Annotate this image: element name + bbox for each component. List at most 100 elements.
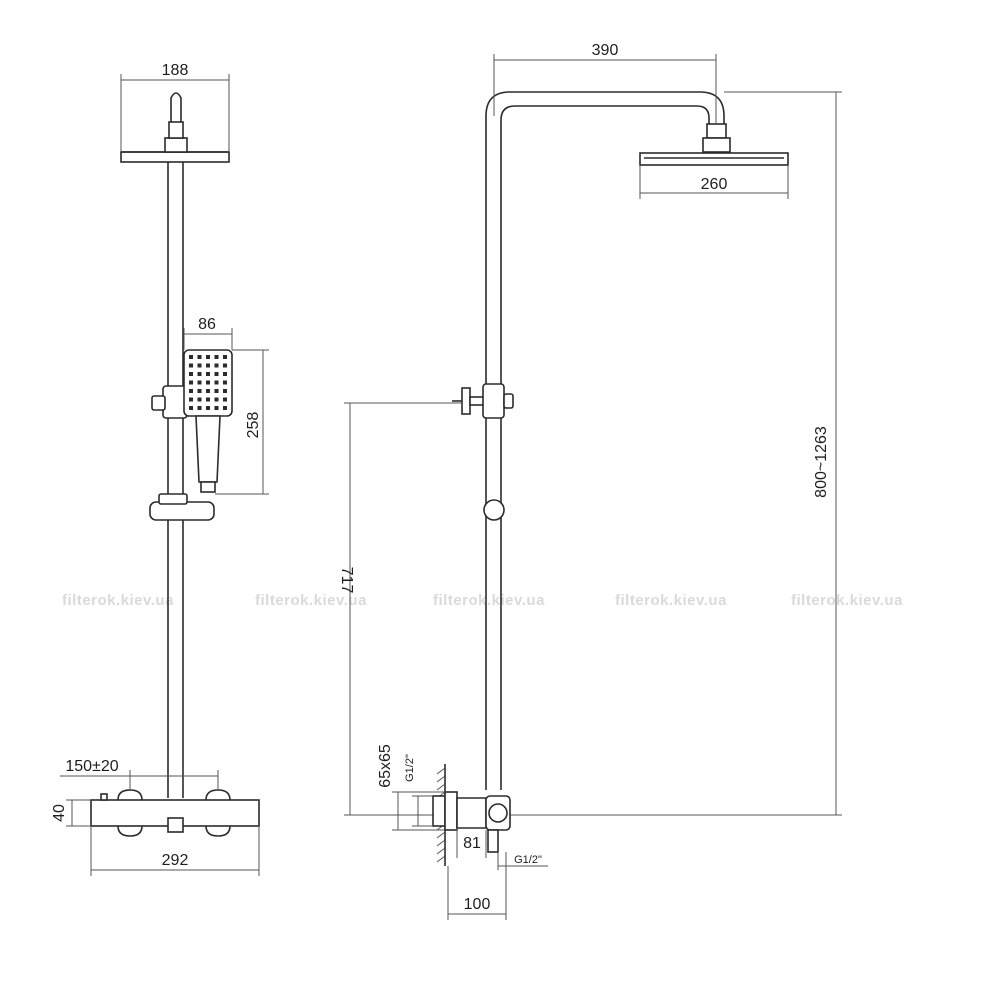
nozzle-dot — [197, 406, 202, 410]
nozzle-dot — [197, 380, 202, 385]
dim-flange-size: 65x65 — [377, 744, 445, 831]
dim-hand-shower-width: 86 — [183, 316, 233, 350]
dim-label-100: 100 — [464, 896, 491, 913]
riser-and-arm-side — [485, 91, 731, 790]
nozzle-dot — [214, 355, 219, 359]
hand-shower-handle — [195, 415, 221, 483]
dim-thermostat-spacing: 150±20 — [60, 758, 219, 790]
dim-height-range: 800~1263 — [508, 91, 842, 816]
watermark: filterok.kiev.ua — [615, 592, 727, 609]
inlet-pipe-stub — [432, 795, 446, 827]
hatch-line — [436, 855, 446, 863]
nozzle-dot — [214, 363, 219, 368]
shower-head-disc — [639, 152, 789, 166]
watermark: filterok.kiev.ua — [791, 592, 903, 609]
nozzle-dot — [189, 355, 193, 359]
dim-bracket-height: 717 — [338, 402, 462, 816]
dim-wall-to-center: 100 — [447, 852, 507, 920]
nozzle-grid — [189, 355, 227, 410]
nozzle-dot — [223, 397, 227, 402]
dim-label-188: 188 — [162, 62, 189, 79]
dim-label-86: 86 — [198, 316, 216, 333]
hand-shower-nut — [200, 481, 216, 493]
nozzle-dot — [223, 389, 227, 393]
watermark: filterok.kiev.ua — [255, 592, 367, 609]
dim-label-800-1263: 800~1263 — [813, 426, 830, 498]
nozzle-dot — [206, 406, 210, 410]
side-slider-knob — [503, 393, 514, 409]
dim-arm-reach: 390 — [493, 42, 717, 124]
arm-inner — [500, 105, 710, 790]
dim-head-width: 188 — [120, 62, 230, 152]
dim-head-diameter: 260 — [639, 165, 789, 199]
dim-label-65x65: 65x65 — [377, 744, 394, 788]
nozzle-dot — [189, 363, 193, 368]
head-connector — [706, 123, 727, 139]
hatch-line — [436, 767, 446, 775]
nozzle-dot — [189, 406, 193, 410]
lower-slider-cap — [158, 493, 188, 505]
dim-label-150: 150±20 — [65, 758, 118, 775]
nozzle-dot — [214, 389, 219, 393]
nozzle-dot — [189, 389, 193, 393]
nozzle-dot — [223, 380, 227, 385]
wall-bracket-plate — [461, 387, 471, 415]
side-view: 390 260 800~1263 — [338, 42, 842, 920]
dim-inlet-thread: G1/2" — [404, 754, 433, 827]
dim-hand-shower-length: 258 — [215, 349, 269, 495]
dim-label-g12-outlet: G1/2" — [514, 854, 542, 866]
nozzle-dot — [197, 389, 202, 393]
dim-label-292: 292 — [162, 852, 189, 869]
hatch-line — [436, 783, 446, 791]
thermostat-indicator — [100, 793, 108, 801]
riser-pipe-front — [167, 162, 184, 798]
inlet-connection-side — [432, 791, 511, 853]
dim-label-81: 81 — [463, 835, 481, 852]
hatch-line — [436, 775, 446, 783]
dim-body-depth: 81 — [456, 828, 487, 858]
head-swivel — [702, 137, 731, 153]
front-view: 188 86 258 — [51, 62, 269, 876]
nozzle-dot — [223, 355, 227, 359]
nozzle-dot — [206, 372, 210, 376]
watermark: filterok.kiev.ua — [62, 592, 174, 609]
shower-arm-elbow — [170, 92, 182, 122]
inlet-body — [456, 797, 487, 829]
hand-shower-front — [183, 349, 233, 493]
nozzle-dot — [214, 372, 219, 376]
nozzle-dot — [206, 380, 210, 385]
nozzle-dot — [223, 363, 227, 368]
wall-flange — [444, 791, 458, 831]
overhead-shower-front — [120, 92, 230, 163]
nozzle-dot — [223, 372, 227, 376]
dim-label-717: 717 — [338, 567, 355, 594]
nozzle-dot — [214, 380, 219, 385]
nozzle-dot — [197, 363, 202, 368]
nozzle-dot — [206, 389, 210, 393]
dim-label-390: 390 — [592, 42, 619, 59]
dim-thermostat-height: 40 — [51, 799, 91, 827]
nozzle-dot — [197, 372, 202, 376]
thermostat-outlet — [167, 817, 184, 833]
dim-label-258: 258 — [245, 412, 262, 439]
hand-shower-holder-front — [151, 385, 188, 419]
side-slider — [482, 383, 505, 419]
nozzle-dot — [206, 363, 210, 368]
bracket-knob — [151, 395, 166, 411]
nozzle-dot — [206, 355, 210, 359]
nozzle-dot — [189, 397, 193, 402]
nozzle-dot — [223, 406, 227, 410]
wall-bracket-arm — [469, 396, 485, 406]
lower-slider-front — [149, 493, 215, 521]
overhead-shower-side — [639, 152, 789, 166]
nozzle-dot — [214, 406, 219, 410]
thermostat-mixer-front — [90, 789, 260, 837]
side-lower-slider — [483, 499, 505, 521]
watermark-row: filterok.kiev.ua filterok.kiev.ua filter… — [62, 592, 903, 609]
shower-head-connector — [164, 137, 188, 153]
nozzle-dot — [214, 397, 219, 402]
shower-head-plate — [120, 151, 230, 163]
arm-outer — [485, 91, 725, 790]
nozzle-dot — [197, 355, 202, 359]
